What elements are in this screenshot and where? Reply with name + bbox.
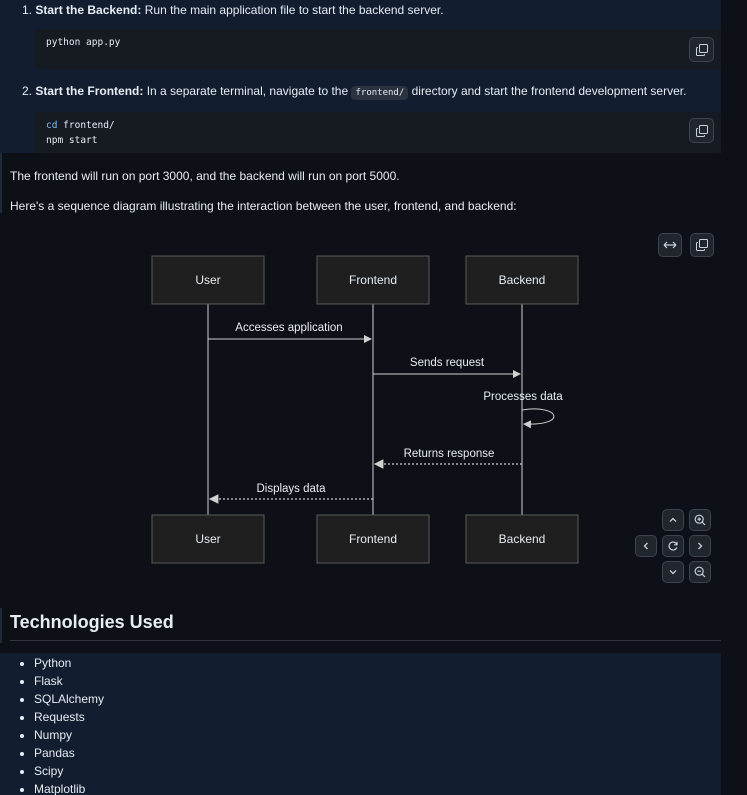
pan-right-button[interactable] [689, 535, 711, 557]
list-item: Numpy [20, 728, 72, 742]
zoom-in-button[interactable] [689, 509, 711, 531]
pan-up-button[interactable] [662, 509, 684, 531]
zoom-out-button[interactable] [689, 561, 711, 583]
list-item: SQLAlchemy [20, 692, 104, 706]
chevron-down-icon [669, 570, 677, 575]
selection-edge [0, 153, 2, 213]
step-1-text: Run the main application file to start t… [141, 3, 444, 17]
list-item: Scipy [20, 764, 63, 778]
zoom-out-icon [694, 566, 706, 578]
message-processes-data: Processes data [483, 391, 563, 429]
step-1: 1. Start the Backend: Run the main appli… [22, 3, 444, 17]
participant-label: Frontend [349, 532, 397, 546]
selection-edge [0, 608, 2, 643]
list-item-label: Flask [34, 674, 63, 688]
list-item-label: Python [34, 656, 72, 670]
code-block-2[interactable]: cd frontend/ npm start [34, 112, 721, 153]
copy-button[interactable] [689, 118, 714, 143]
reset-icon [668, 541, 678, 551]
expand-horizontal-icon [663, 241, 677, 249]
code-line: cd frontend/ [46, 120, 115, 131]
step-1-title: Start the Backend: [35, 3, 142, 17]
step-2-text-after: directory and start the frontend develop… [408, 84, 687, 98]
pan-down-button[interactable] [662, 561, 684, 583]
list-item-label: SQLAlchemy [34, 692, 105, 706]
step-2: 2. Start the Frontend: In a separate ter… [22, 84, 687, 100]
message-label: Sends request [410, 357, 485, 369]
message-displays-data: Displays data [208, 483, 373, 504]
technologies-list: Python Flask SQLAlchemy Requests Numpy P… [0, 653, 721, 795]
message-sends-request: Sends request [373, 357, 521, 378]
step-2-title: Start the Frontend: [35, 84, 144, 98]
participant-backend-bottom: Backend [465, 514, 579, 564]
expand-button[interactable] [658, 233, 682, 257]
list-item: Flask [20, 674, 63, 688]
copy-icon [695, 43, 708, 56]
list-item: Matplotlib [20, 782, 85, 795]
copy-icon [695, 124, 708, 137]
participant-frontend-bottom: Frontend [316, 514, 430, 564]
code-line: python app.py [46, 37, 121, 48]
step-2-number: 2. [22, 84, 33, 98]
code-keyword: cd [46, 120, 58, 131]
chevron-left-icon [643, 542, 648, 550]
list-item: Pandas [20, 746, 75, 760]
reset-view-button[interactable] [662, 535, 684, 557]
chevron-right-icon [698, 542, 703, 550]
section-heading: Technologies Used [10, 612, 174, 632]
list-item-label: Matplotlib [34, 782, 86, 795]
message-accesses-application: Accesses application [208, 322, 372, 343]
participant-label: Frontend [349, 273, 397, 287]
step-2-text-before: In a separate terminal, navigate to the [143, 84, 352, 98]
participant-user-top: User [151, 255, 265, 305]
participant-label: Backend [499, 273, 546, 287]
ports-paragraph: The frontend will run on port 3000, and … [10, 169, 400, 183]
message-label: Returns response [404, 448, 495, 460]
participant-label: Backend [499, 532, 546, 546]
heading-divider [10, 640, 721, 641]
list-item: Python [20, 656, 71, 670]
participant-user-bottom: User [151, 514, 265, 564]
chevron-up-icon [669, 517, 677, 522]
inline-code-frontend: frontend/ [351, 86, 409, 100]
diagram-intro-paragraph: Here's a sequence diagram illustrating t… [10, 199, 517, 213]
list-item-label: Numpy [34, 728, 73, 742]
code-block-1[interactable]: python app.py [34, 29, 721, 69]
zoom-in-icon [694, 514, 706, 526]
pan-left-button[interactable] [635, 535, 657, 557]
step-1-number: 1. [22, 3, 33, 17]
copy-icon [696, 239, 708, 251]
participant-label: User [195, 532, 220, 546]
sequence-diagram: User Frontend Backend Accesses applicati… [151, 255, 579, 564]
code-text: frontend/ [57, 120, 115, 131]
copy-button[interactable] [689, 37, 714, 62]
participant-label: User [195, 273, 220, 287]
code-line: npm start [46, 135, 98, 146]
message-returns-response: Returns response [373, 448, 522, 469]
list-item-label: Pandas [34, 746, 75, 760]
message-label: Processes data [483, 391, 563, 403]
message-label: Accesses application [235, 322, 342, 334]
participant-backend-top: Backend [465, 255, 579, 305]
list-item-label: Scipy [34, 764, 64, 778]
list-item-label: Requests [34, 710, 85, 724]
copy-diagram-button[interactable] [690, 233, 714, 257]
message-label: Displays data [256, 483, 326, 495]
participant-frontend-top: Frontend [316, 255, 430, 305]
list-item: Requests [20, 710, 85, 724]
